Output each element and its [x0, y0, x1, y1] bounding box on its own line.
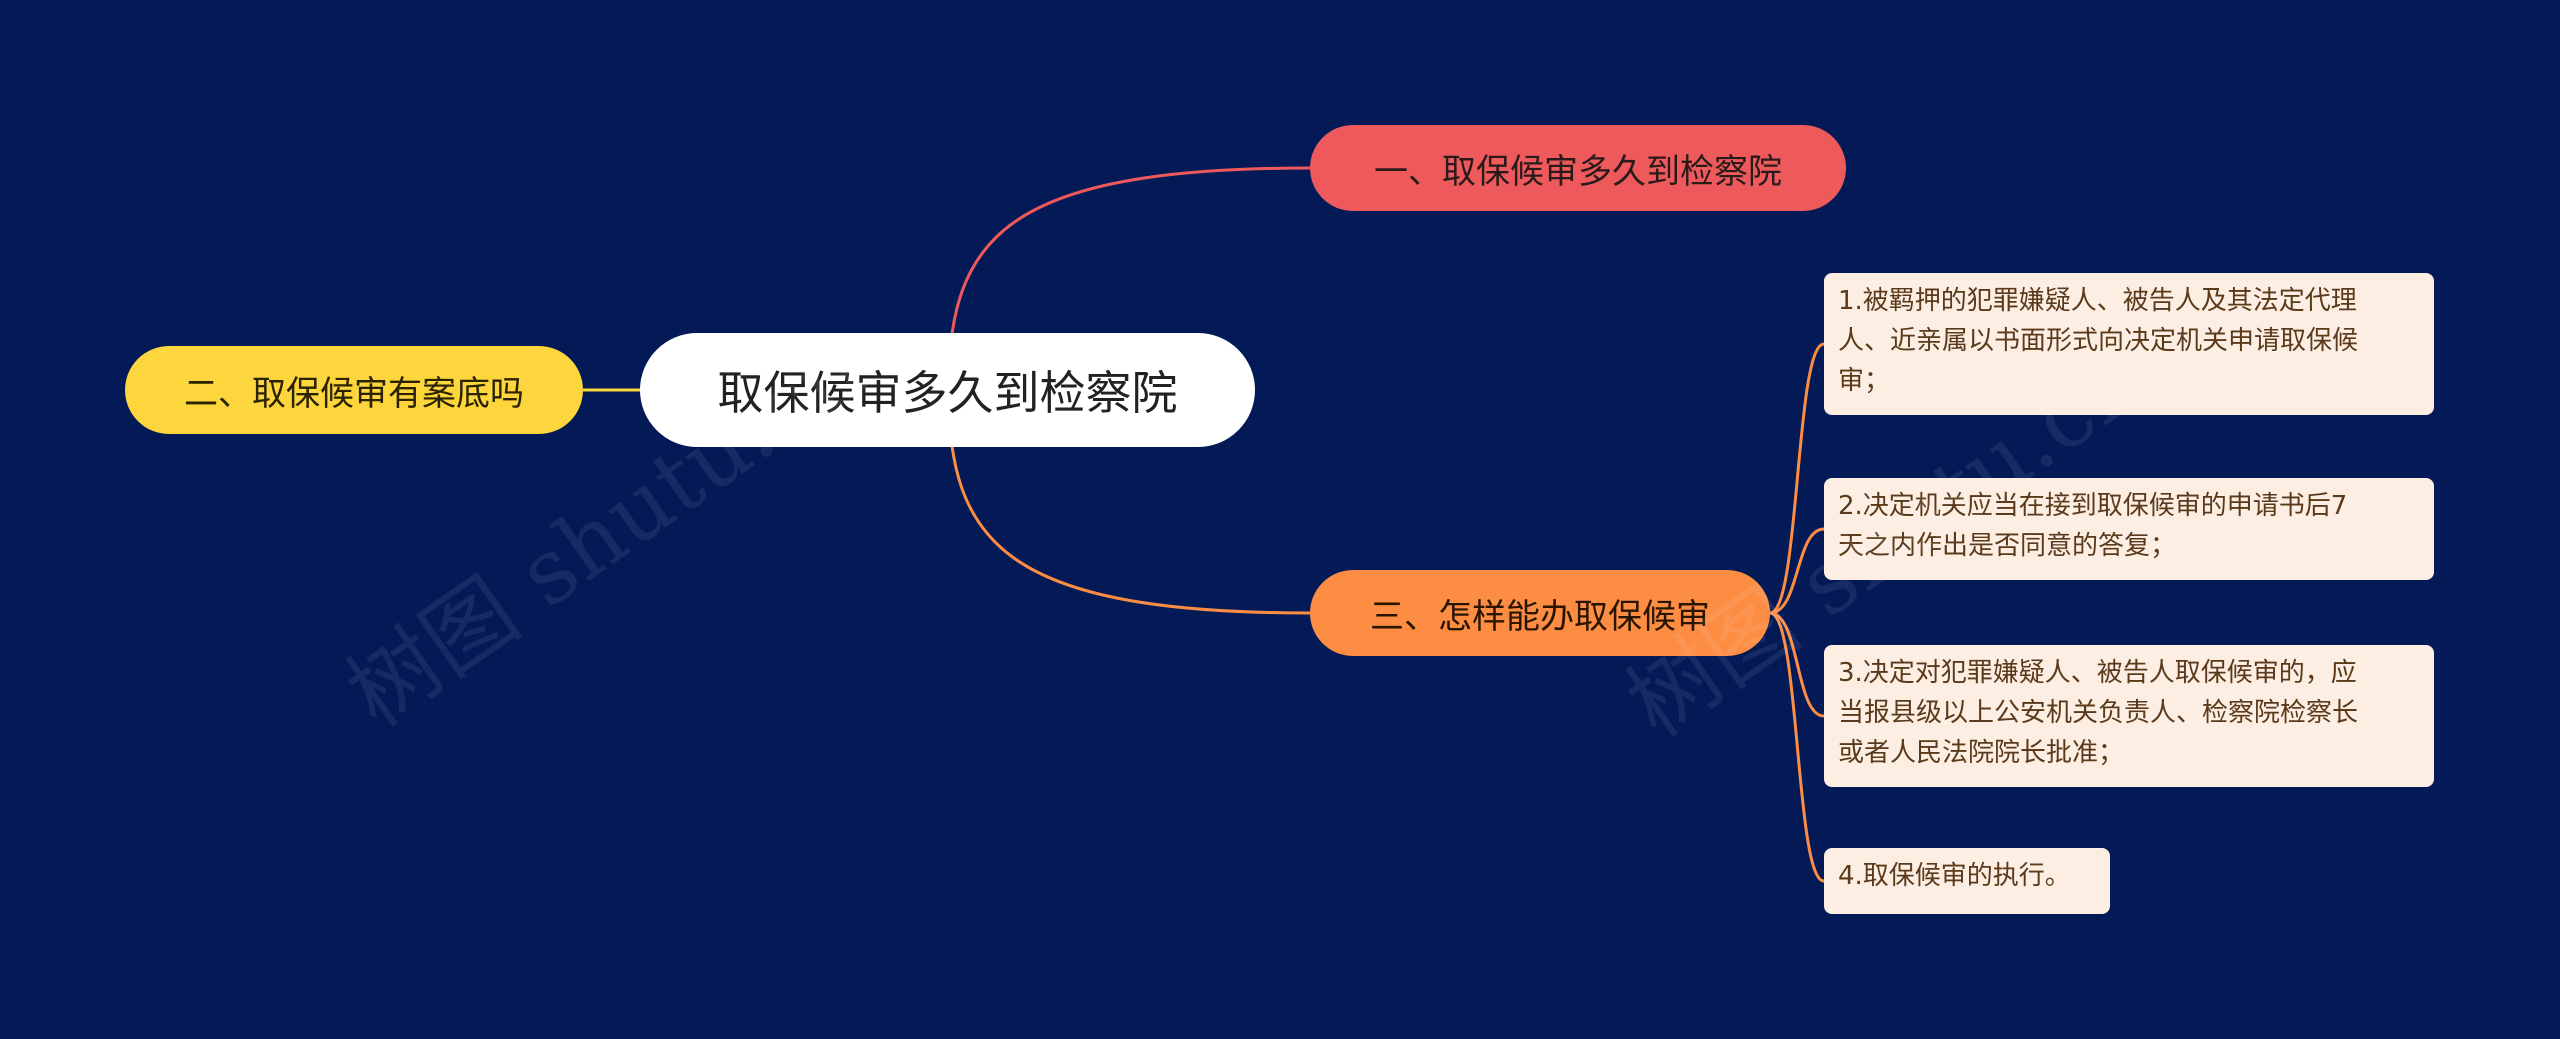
connector-root-b1	[946, 166, 1311, 391]
leaf-topic-3[interactable]: 3.决定对犯罪嫌疑人、被告人取保候审的，应 当报县级以上公安机关负责人、检察院检…	[1824, 645, 2434, 787]
branch-topic-3[interactable]: 三、怎样能办取保候审	[1310, 570, 1770, 656]
connector-b3-leaf2	[1769, 527, 1825, 615]
connector-b3-leaf1	[1769, 342, 1825, 615]
branch-topic-1[interactable]: 一、取保候审多久到检察院	[1310, 125, 1846, 211]
leaf-topic-2[interactable]: 2.决定机关应当在接到取保候审的申请书后7 天之内作出是否同意的答复；	[1824, 478, 2434, 580]
connector-b3-leaf4	[1769, 611, 1825, 883]
connector-root-b3	[946, 389, 1311, 615]
leaf-topic-1[interactable]: 1.被羁押的犯罪嫌疑人、被告人及其法定代理 人、近亲属以书面形式向决定机关申请取…	[1824, 273, 2434, 415]
leaf-topic-4[interactable]: 4.取保候审的执行。	[1824, 848, 2110, 914]
connector-b3-leaf3	[1769, 611, 1825, 718]
branch-topic-2[interactable]: 二、取保候审有案底吗	[125, 346, 583, 434]
root-topic[interactable]: 取保候审多久到检察院	[640, 333, 1255, 447]
